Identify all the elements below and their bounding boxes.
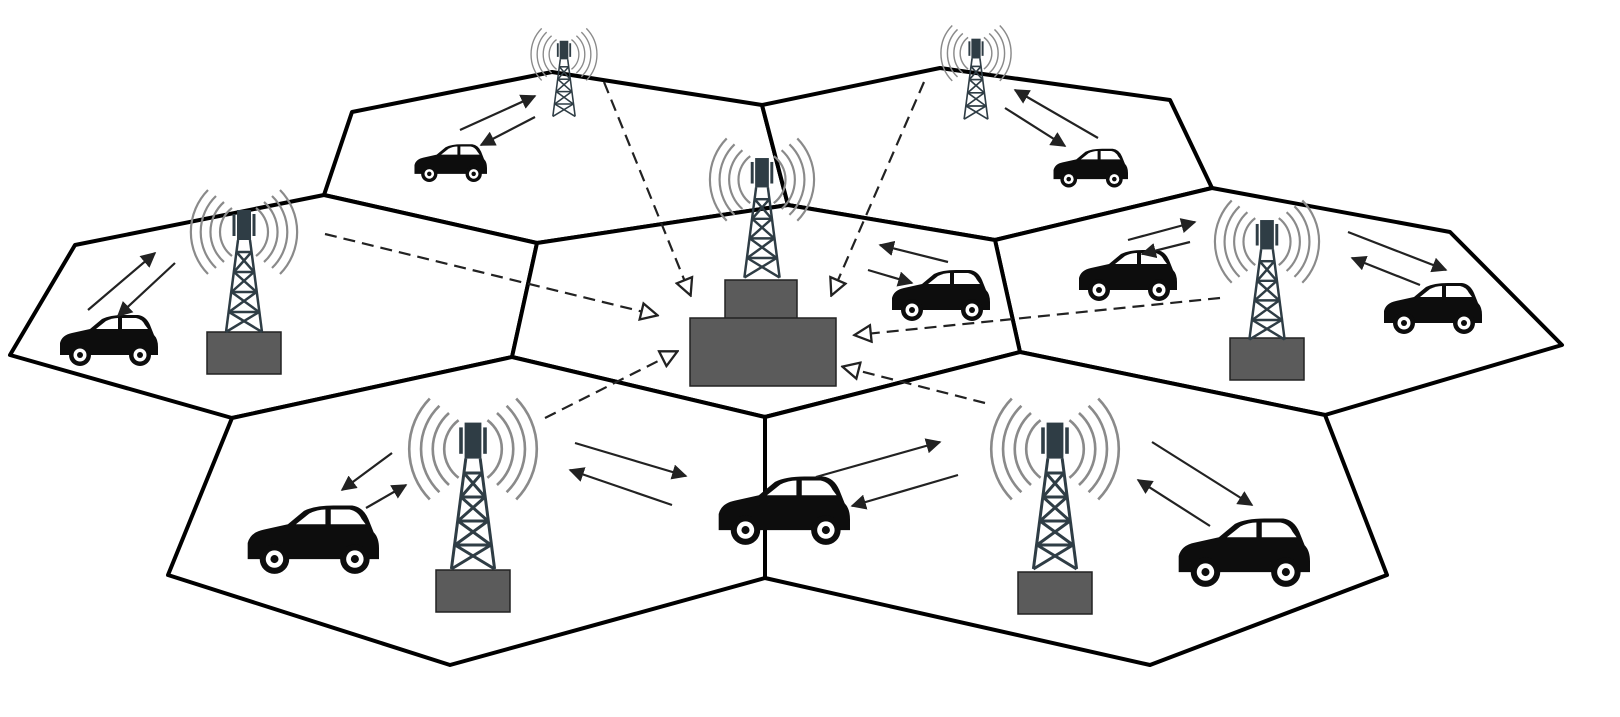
tower-base-right <box>1229 337 1305 381</box>
downlink-arrow <box>1140 240 1191 259</box>
downlink-arrow <box>1151 441 1254 506</box>
downlink-arrow <box>850 473 959 510</box>
uplink-arrow <box>1136 479 1211 527</box>
backhaul-arrow-right <box>856 296 1221 335</box>
tower-base-left <box>206 331 282 375</box>
cell-bottom-right <box>763 350 1389 667</box>
downlink-arrow <box>1004 107 1067 147</box>
uplink-arrow <box>815 438 942 479</box>
downlink-arrow <box>1347 230 1448 273</box>
tower-base-bottom-left <box>435 569 511 613</box>
backhaul-arrow-bottom-right <box>844 367 986 405</box>
downlink-arrow <box>867 268 914 287</box>
uplink-arrow <box>87 252 157 311</box>
central-station-icon <box>689 279 837 387</box>
uplink-arrow <box>1013 89 1099 139</box>
backhaul-arrow-top-left <box>602 81 690 294</box>
downlink-arrow <box>479 116 536 146</box>
uplink-arrow <box>568 467 673 507</box>
uplink-arrow <box>1127 218 1197 242</box>
downlink-arrow <box>116 262 176 318</box>
backhaul-arrow-bottom-left <box>544 352 676 419</box>
downlink-arrow <box>340 452 393 491</box>
downlink-arrow <box>574 441 688 480</box>
uplink-arrow <box>365 484 408 509</box>
backhaul-arrow-top-right <box>832 81 926 294</box>
tower-base-bottom-right <box>1017 571 1093 615</box>
uplink-arrow <box>878 240 949 264</box>
uplink-arrow <box>1350 255 1421 287</box>
uplink-arrow <box>459 94 537 132</box>
